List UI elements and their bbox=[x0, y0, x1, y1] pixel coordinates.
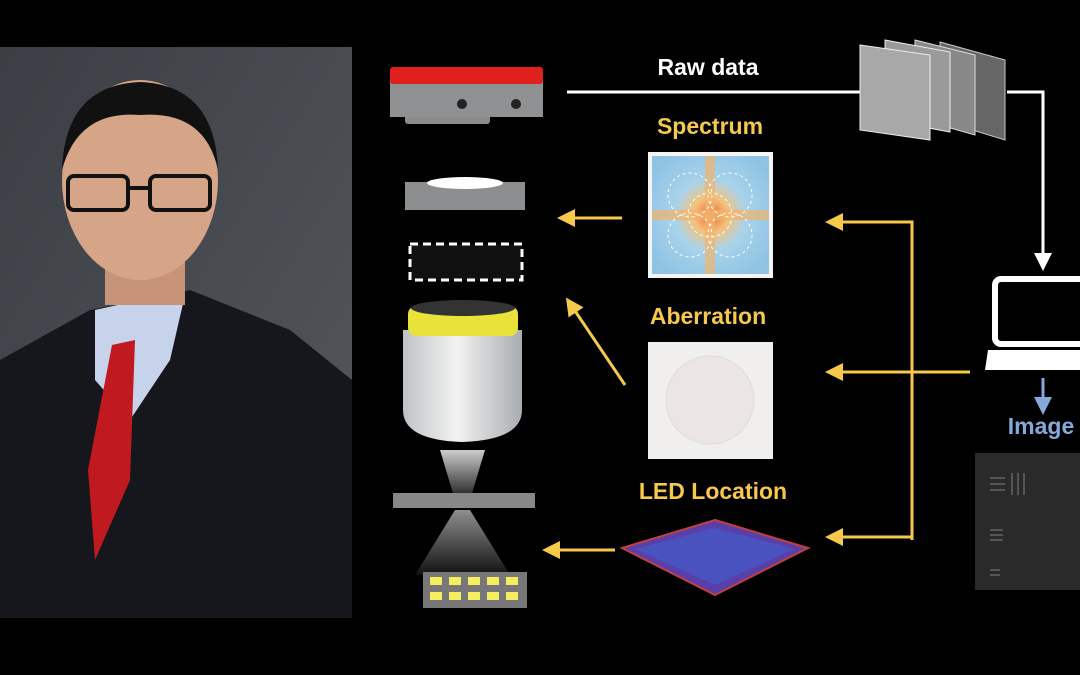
raw-image-stack bbox=[859, 39, 1006, 141]
illumination-beams bbox=[415, 510, 510, 575]
aberration-label: Aberration bbox=[649, 303, 767, 329]
aberration-image bbox=[648, 342, 773, 459]
laptop-icon bbox=[985, 276, 1080, 370]
led-location-label: LED Location bbox=[638, 478, 788, 504]
spectrum-image bbox=[648, 152, 773, 278]
reconstructed-image bbox=[975, 453, 1080, 590]
feedback-arrows bbox=[542, 209, 970, 559]
tube-lens-icon bbox=[405, 177, 525, 210]
to-computer-arrow bbox=[1007, 90, 1052, 271]
light-beams bbox=[440, 450, 485, 500]
led-location-grid bbox=[619, 518, 811, 597]
portrait-photo bbox=[0, 47, 352, 618]
spectrum-label: Spectrum bbox=[656, 113, 764, 139]
led-array-icon bbox=[423, 572, 527, 608]
image-label: Image bbox=[1007, 413, 1075, 439]
sample-slide-icon bbox=[393, 493, 535, 508]
objective-lens-icon bbox=[403, 300, 522, 442]
camera-icon bbox=[390, 67, 543, 124]
raw-data-label: Raw data bbox=[657, 54, 759, 80]
pupil-plane-icon bbox=[408, 242, 524, 282]
